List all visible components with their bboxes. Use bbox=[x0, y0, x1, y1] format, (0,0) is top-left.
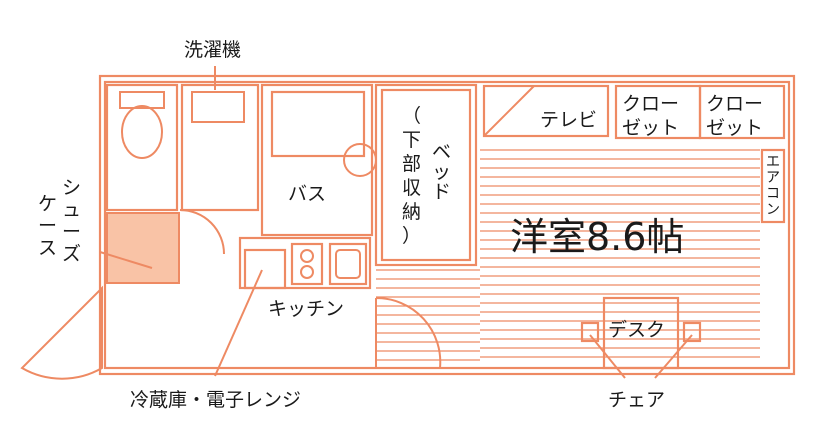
stove-burner bbox=[300, 265, 314, 279]
bed-storage-char-2: 部 bbox=[402, 153, 421, 175]
bed-inner bbox=[380, 88, 472, 262]
bed-storage-char-5: ） bbox=[402, 225, 421, 247]
walls bbox=[98, 74, 796, 376]
kitchen-label: キッチン bbox=[268, 298, 344, 320]
bed-label: ベ ッ ド bbox=[432, 141, 451, 203]
toilet-door-arc bbox=[179, 209, 225, 255]
bed-char-2: ド bbox=[432, 181, 451, 203]
aircon-char-0: エ bbox=[766, 154, 780, 170]
aircon-label: エ ア コ ン bbox=[766, 154, 780, 218]
bed-storage-label: （ 下 部 収 納 ） bbox=[402, 105, 421, 247]
tv-label: テレビ bbox=[540, 109, 597, 131]
washer-room bbox=[180, 83, 260, 212]
chair-left bbox=[580, 321, 600, 343]
shoe-char-6: ス bbox=[38, 237, 57, 259]
bed-storage-char-1: 下 bbox=[402, 129, 421, 151]
sink-bowl bbox=[335, 249, 361, 279]
toilet-room bbox=[105, 83, 179, 212]
chair-right bbox=[682, 321, 702, 343]
bed-storage-char-4: 納 bbox=[402, 201, 421, 223]
desk bbox=[602, 296, 680, 370]
stove-burner bbox=[300, 249, 314, 263]
bath-room bbox=[260, 83, 374, 237]
aircon bbox=[760, 148, 786, 224]
toilet-icon bbox=[121, 105, 163, 159]
shoe-char-0: シ bbox=[62, 177, 81, 199]
leader-lines bbox=[99, 66, 693, 379]
toilet-tank bbox=[119, 91, 165, 109]
washing-machine-label: 洗濯機 bbox=[184, 39, 241, 61]
sink-icon bbox=[328, 242, 368, 286]
shoe-case-label: シ ュ ー ズ ケ ー ス bbox=[38, 177, 81, 265]
kitchen-counter bbox=[238, 236, 372, 290]
outer-wall bbox=[98, 74, 796, 376]
bed-storage-char-0: （ bbox=[402, 105, 421, 127]
shoe-char-1: ュ bbox=[62, 199, 81, 221]
aircon-char-1: ア bbox=[766, 170, 780, 186]
bed-char-0: ベ bbox=[432, 141, 451, 163]
desk-label: デスク bbox=[608, 319, 665, 341]
stove-icon bbox=[290, 242, 324, 286]
fridge-leader bbox=[214, 269, 263, 377]
closet-2-line-1: クロー bbox=[706, 93, 763, 115]
aircon-char-2: コ bbox=[766, 186, 780, 202]
shoe-leader bbox=[99, 251, 153, 269]
tv-board-diagonal bbox=[483, 85, 535, 137]
closet-2 bbox=[698, 84, 786, 140]
closet-1-line-2: ゼット bbox=[622, 117, 679, 139]
bed-storage-char-3: 収 bbox=[402, 177, 421, 199]
fridge-microwave-label: 冷蔵庫・電子レンジ bbox=[130, 389, 301, 411]
bed-char-1: ッ bbox=[432, 161, 451, 183]
floor-planks bbox=[376, 149, 760, 361]
closet-1-line-1: クロー bbox=[622, 93, 679, 115]
chair-label: チェア bbox=[608, 389, 665, 411]
fridge-box bbox=[243, 248, 287, 290]
bath-drain-icon bbox=[343, 143, 377, 177]
chair-right-leader bbox=[654, 334, 693, 379]
outer-wall-inner bbox=[103, 80, 791, 370]
closet-2-line-2: ゼット bbox=[706, 117, 763, 139]
entrance-door-arc bbox=[20, 285, 103, 380]
fixtures bbox=[20, 85, 535, 380]
bath-label: バス bbox=[288, 183, 326, 205]
shoe-char-5: ー bbox=[38, 215, 57, 237]
chair-left-leader bbox=[589, 334, 626, 379]
bathtub-icon bbox=[270, 90, 366, 158]
bed bbox=[374, 83, 478, 267]
room-label: 洋室8.6帖 bbox=[510, 215, 684, 259]
shoe-char-2: ー bbox=[62, 221, 81, 243]
aircon-char-3: ン bbox=[766, 202, 780, 218]
shoe-char-4: ケ bbox=[38, 193, 57, 215]
kitchen-door-arc bbox=[375, 296, 442, 369]
entrance-shoe-area bbox=[106, 212, 180, 284]
shoe-char-3: ズ bbox=[62, 243, 81, 265]
washer-pan-icon bbox=[191, 91, 245, 123]
tv-board bbox=[482, 84, 610, 138]
